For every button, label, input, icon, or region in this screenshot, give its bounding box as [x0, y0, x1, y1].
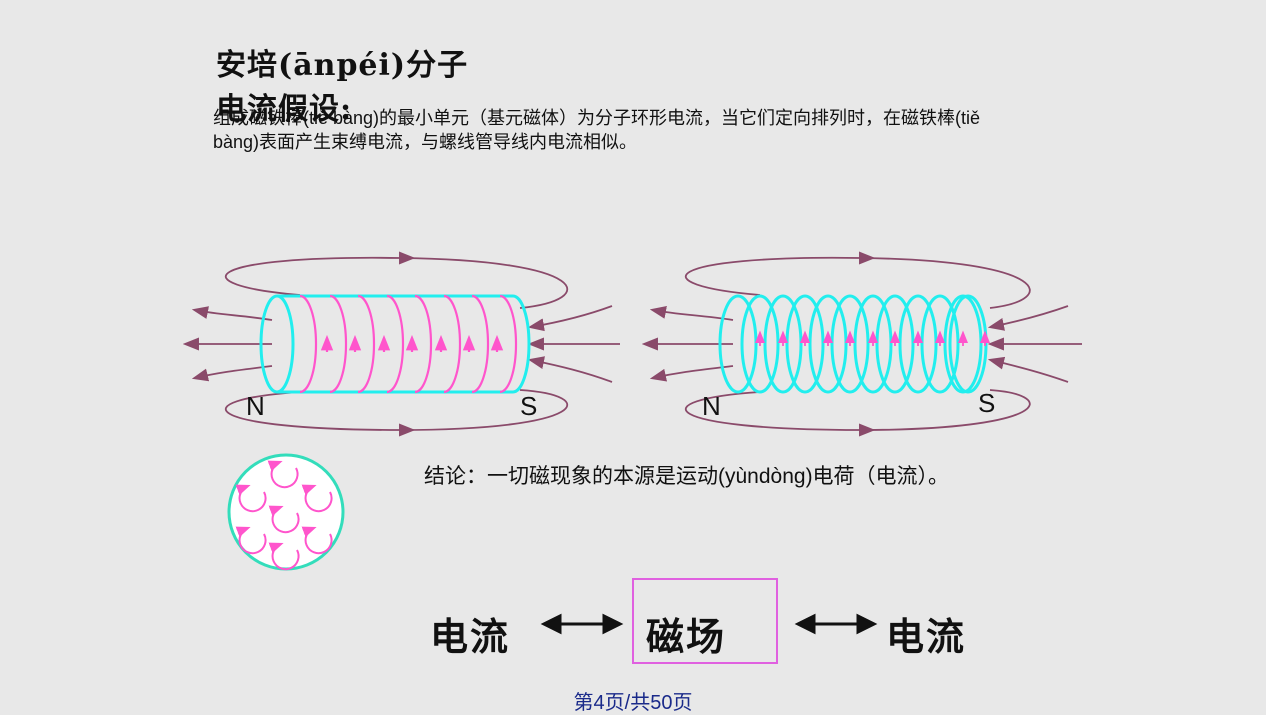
relation-arrows: [540, 613, 878, 635]
solenoid-right: [641, 251, 1082, 437]
magnetic-field-box: [632, 578, 778, 664]
solenoid-current-arrows: [754, 330, 991, 346]
description-text: 组成磁铁棒(tiě bàng)的最小单元（基元磁体）为分子环形电流，当它们定向排…: [213, 108, 981, 152]
solenoid-coils: [718, 294, 988, 394]
magnetic-field-label: 磁场: [646, 614, 727, 659]
pole-label-s-left: S: [520, 391, 537, 421]
pole-label-n-right: N: [702, 391, 721, 421]
conclusion-text: 结论：一切磁现象的本源是运动(yùndòng)电荷（电流）。: [424, 465, 950, 488]
pole-label-n-left: N: [246, 391, 265, 421]
current-label-right: 电流: [886, 614, 967, 659]
surface-currents-left: [299, 294, 518, 394]
slide-title-line1: 安培(ānpéi)分子: [216, 48, 469, 83]
bar-magnet-left: [182, 251, 620, 437]
molecular-currents-circle: [227, 453, 345, 571]
pole-label-s-right: S: [978, 388, 995, 418]
field-lines-right: [641, 251, 1082, 437]
page-number: 第4页/共50页: [573, 692, 693, 714]
slide-title-line2: 电流假设:: [216, 92, 353, 127]
current-label-left: 电流: [430, 614, 511, 659]
